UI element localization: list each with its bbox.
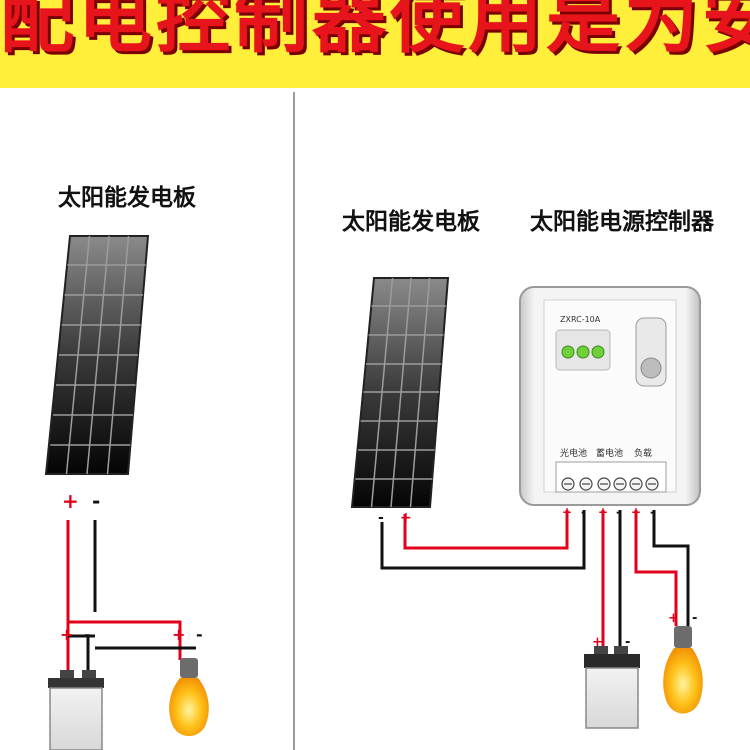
terminal-label-load: 负载 [634, 447, 652, 459]
indicator-led [576, 345, 590, 359]
controller-label: 太阳能电源控制器 [530, 209, 714, 235]
controller-out-plus-2: + [598, 505, 608, 519]
charge-controller [519, 286, 701, 506]
indicator-led [561, 345, 575, 359]
left-solar-panel [44, 235, 150, 475]
wiring-diagram: + - + - + - [44, 92, 703, 750]
controller-out-minus-1: - [581, 505, 586, 519]
left-positive-wire [66, 520, 182, 660]
controller-out-plus-1: + [562, 505, 572, 519]
left-panel-label: 太阳能发电板 [58, 185, 196, 211]
controller-out-minus-2: - [616, 505, 621, 519]
terminal-label-battery: 蓄电池 [596, 447, 623, 459]
right-battery-minus: - [625, 635, 630, 650]
right-panel-positive-wire [403, 510, 569, 550]
indicator-led [591, 345, 605, 359]
right-lamp-minus: - [692, 611, 697, 626]
left-junction-plus: + [60, 625, 73, 644]
right-solar-panel [350, 277, 450, 508]
controller-model: ZXRC-10A [560, 315, 601, 324]
left-battery [48, 670, 104, 750]
right-panel-negative-wire [380, 510, 586, 570]
left-panel-minus: - [92, 489, 100, 513]
right-lightbulb [663, 626, 703, 714]
banner-title: 配电控制器使用是为安全 [0, 0, 750, 63]
left-lamp-minus: - [196, 625, 203, 644]
left-panel-plus: + [62, 489, 79, 513]
right-panel-plus: + [400, 510, 412, 526]
controller-out-minus-3: - [650, 505, 655, 519]
title-banner: 配电控制器使用是为安全 [0, 0, 750, 88]
right-battery-plus: + [592, 635, 603, 650]
right-battery [584, 646, 640, 729]
terminal-label-solar: 光电池 [560, 447, 587, 459]
left-lightbulb [169, 658, 209, 736]
left-lamp-plus: + [172, 625, 185, 644]
right-lamp-positive-wire [634, 510, 678, 626]
right-panel-label: 太阳能发电板 [342, 209, 480, 235]
right-panel-minus: - [378, 510, 384, 526]
right-lamp-negative-wire [652, 510, 690, 626]
right-lamp-plus: + [668, 611, 679, 626]
controller-out-plus-3: + [631, 505, 641, 519]
left-junction-minus: - [84, 625, 91, 644]
